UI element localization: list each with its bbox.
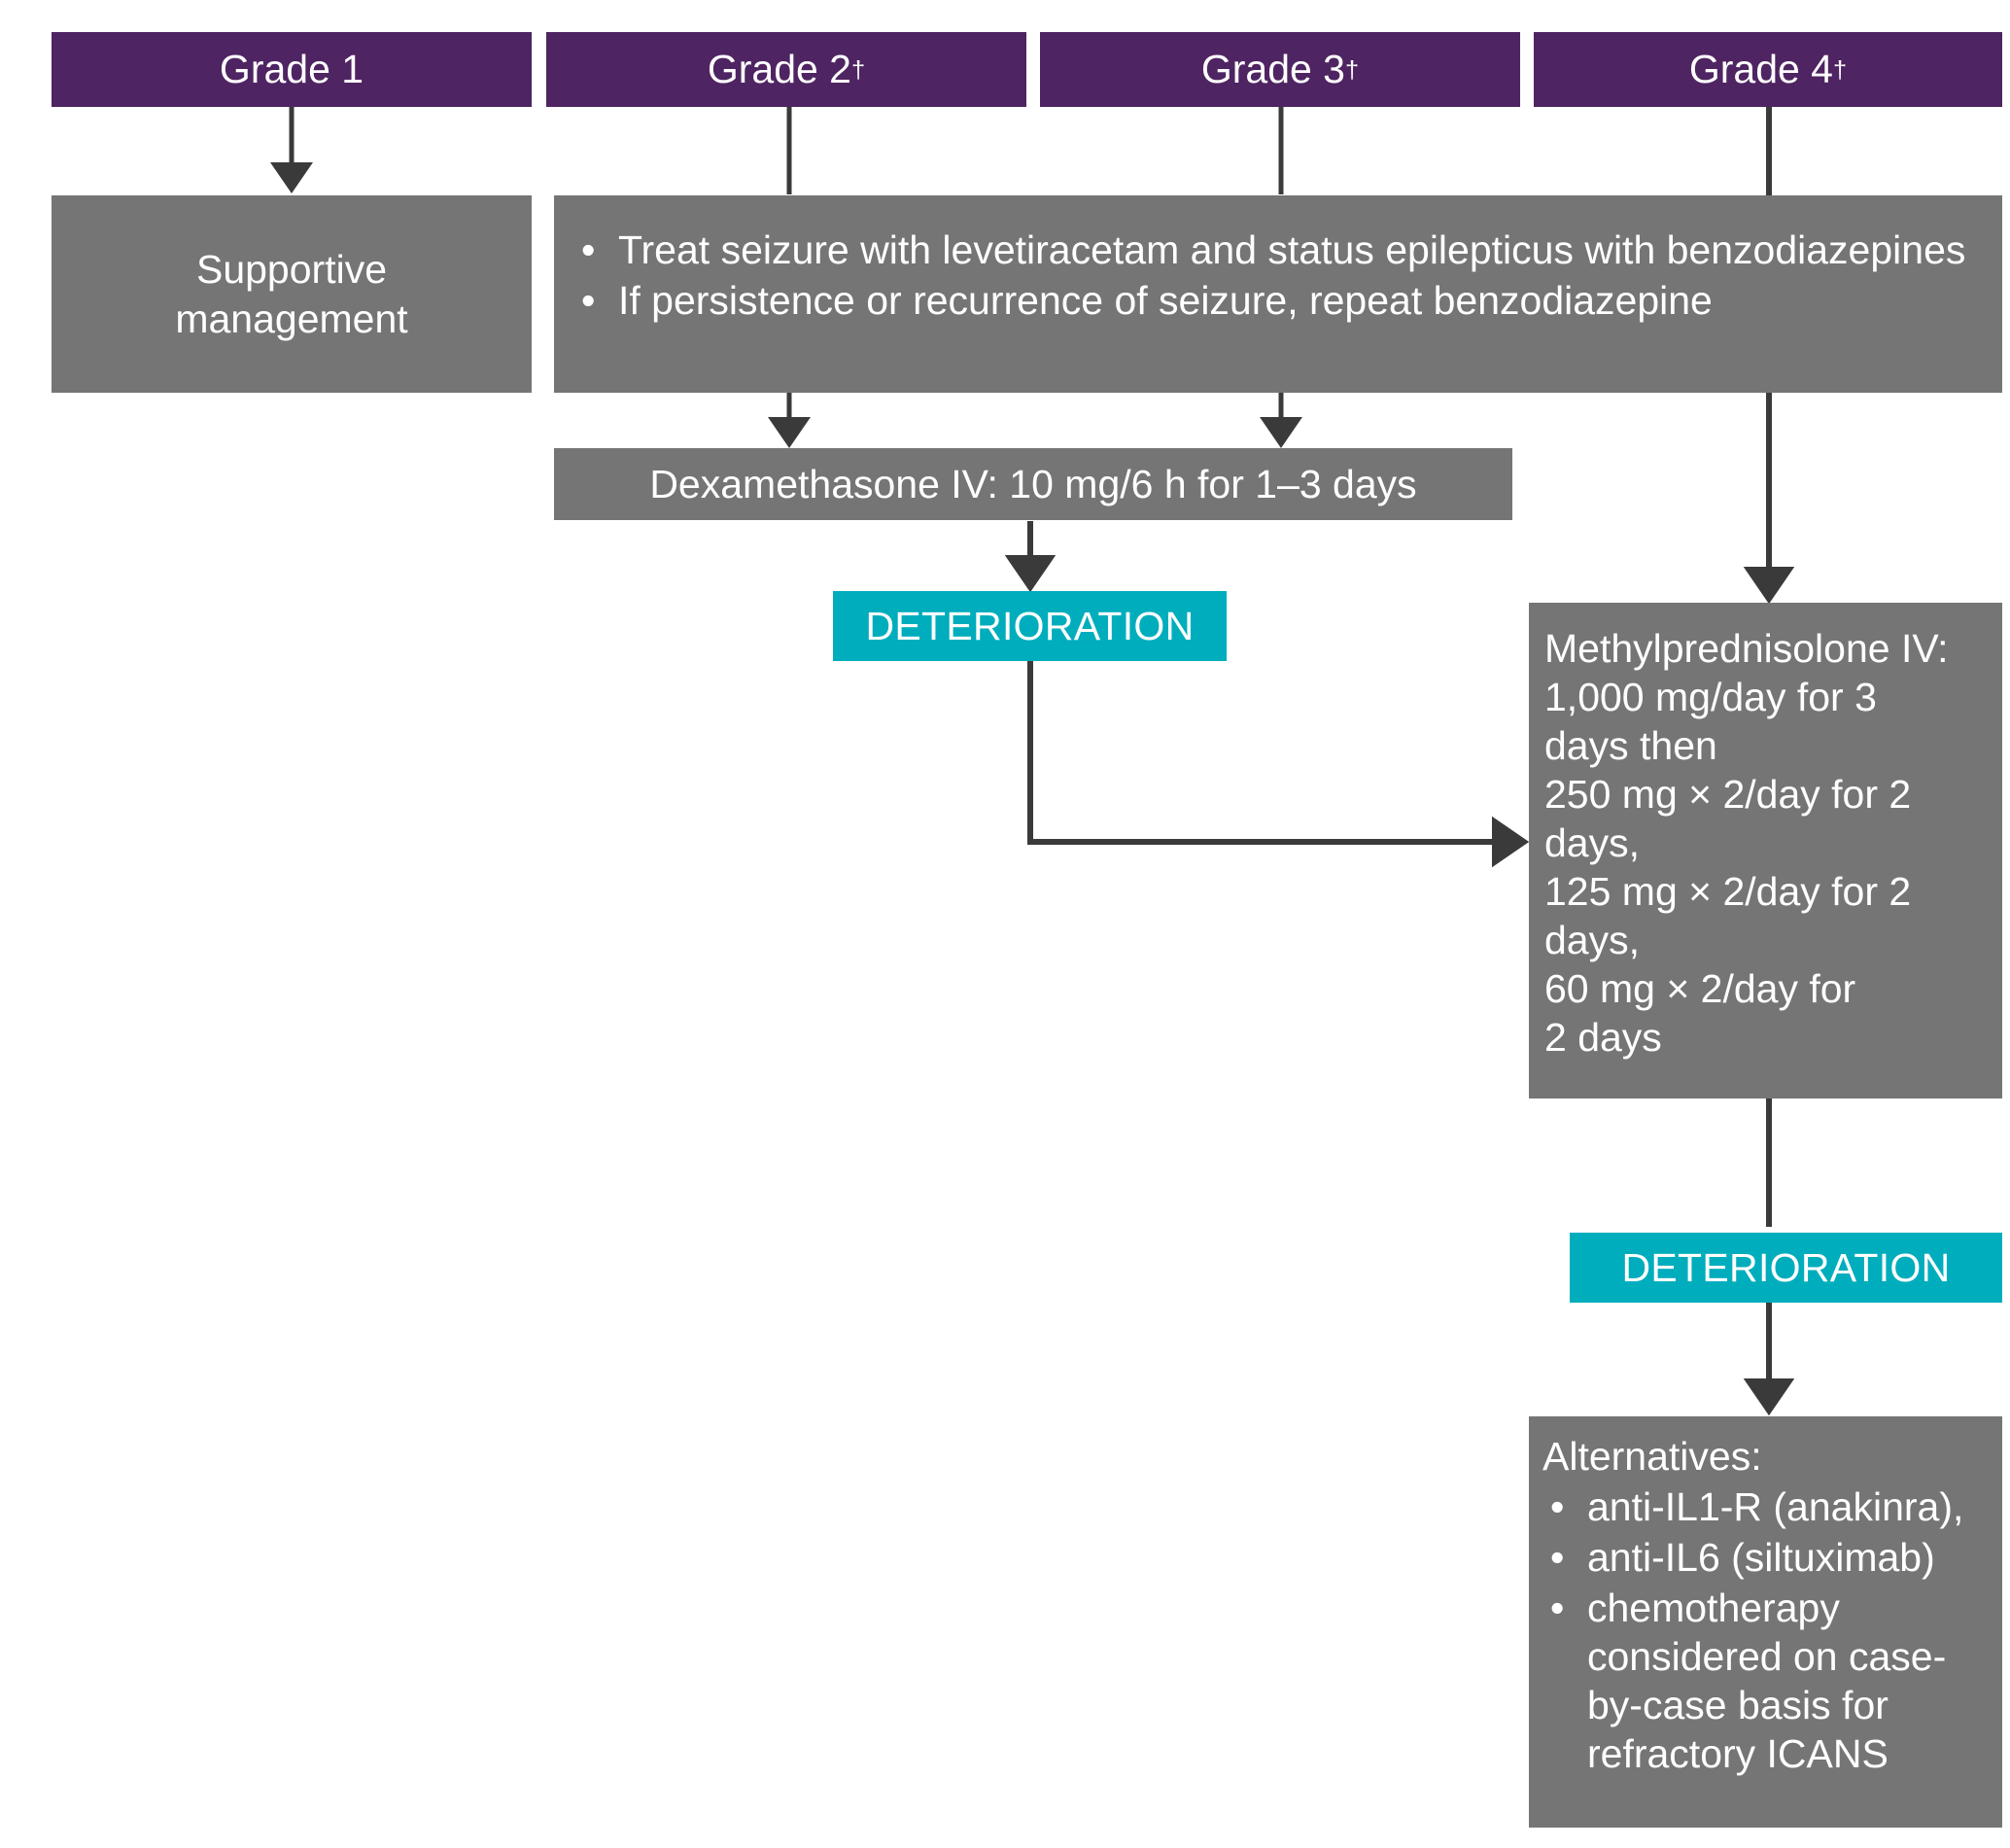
- list-item: • anti-IL6 (siltuximab): [1542, 1533, 1991, 1582]
- alternatives-bullet-1: anti-IL1-R (anakinra),: [1587, 1484, 1964, 1530]
- list-item: • If persistence or recurrence of seizur…: [573, 276, 1977, 325]
- alternatives-heading: Alternatives:: [1542, 1434, 1762, 1479]
- badge-deterioration-1[interactable]: DETERIORATION: [833, 591, 1227, 661]
- bullet-icon: •: [1550, 1484, 1565, 1530]
- bullet-icon: •: [1550, 1535, 1565, 1581]
- supportive-management-line-2: management: [175, 296, 408, 341]
- node-dexamethasone[interactable]: Dexamethasone IV: 10 mg/6 h for 1–3 days: [554, 448, 1512, 520]
- methylprednisolone-line-9: 2 days: [1544, 1015, 1662, 1061]
- methylprednisolone-line-7: days,: [1544, 918, 1640, 963]
- methylprednisolone-line-8: 60 mg × 2/day for: [1544, 966, 1856, 1012]
- methylprednisolone-line-1: Methylprednisolone IV:: [1544, 626, 1949, 671]
- supportive-management-line-1: Supportive: [195, 247, 387, 293]
- seizure-bullet-2: If persistence or recurrence of seizure,…: [618, 278, 1713, 324]
- seizure-treatment-list: • Treat seizure with levetiracetam and s…: [573, 226, 1977, 325]
- header-grade-2-label: Grade 2: [707, 46, 851, 91]
- methylprednisolone-line-6: 125 mg × 2/day for 2: [1544, 869, 1912, 915]
- header-grade-1[interactable]: Grade 1: [52, 32, 532, 107]
- bullet-icon: •: [581, 227, 596, 272]
- header-grade-1-label: Grade 1: [219, 46, 364, 91]
- bullet-icon: •: [581, 278, 596, 324]
- badge-deterioration-2[interactable]: DETERIORATION: [1570, 1233, 2002, 1303]
- dexamethasone-label: Dexamethasone IV: 10 mg/6 h for 1–3 days: [649, 461, 1417, 506]
- alternatives-list: • anti-IL1-R (anakinra), • anti-IL6 (sil…: [1542, 1482, 1991, 1778]
- header-grade-3-label: Grade 3: [1200, 46, 1345, 91]
- bullet-icon: •: [1550, 1586, 1565, 1631]
- alternatives-bullet-3: chemotherapy considered on case-by-case …: [1587, 1586, 1947, 1777]
- header-grade-2[interactable]: Grade 2†: [546, 32, 1026, 107]
- methylprednisolone-line-5: days,: [1544, 820, 1640, 866]
- list-item: • Treat seizure with levetiracetam and s…: [573, 226, 1977, 274]
- deterioration-2-label: DETERIORATION: [1621, 1244, 1951, 1290]
- methylprednisolone-line-3: days then: [1544, 723, 1717, 769]
- node-methylprednisolone[interactable]: Methylprednisolone IV: 1,000 mg/day for …: [1529, 603, 2002, 1098]
- node-alternatives[interactable]: Alternatives: • anti-IL1-R (anakinra), •…: [1529, 1416, 2002, 1828]
- connector-deterioration1-to-methylprednisolone: [1027, 661, 1530, 868]
- header-grade-4-label: Grade 4: [1688, 46, 1833, 91]
- list-item: • chemotherapy considered on case-by-cas…: [1542, 1584, 1991, 1778]
- node-supportive-management[interactable]: Supportive management: [52, 195, 532, 393]
- alternatives-bullet-2: anti-IL6 (siltuximab): [1587, 1535, 1935, 1581]
- deterioration-1-label: DETERIORATION: [865, 603, 1195, 648]
- list-item: • anti-IL1-R (anakinra),: [1542, 1482, 1991, 1531]
- methylprednisolone-line-2: 1,000 mg/day for 3: [1544, 675, 1877, 720]
- seizure-bullet-1: Treat seizure with levetiracetam and sta…: [618, 227, 1966, 272]
- header-grade-3[interactable]: Grade 3†: [1040, 32, 1520, 107]
- methylprednisolone-line-4: 250 mg × 2/day for 2: [1544, 772, 1912, 818]
- header-grade-4[interactable]: Grade 4†: [1534, 32, 2002, 107]
- node-seizure-treatment[interactable]: • Treat seizure with levetiracetam and s…: [554, 195, 2002, 393]
